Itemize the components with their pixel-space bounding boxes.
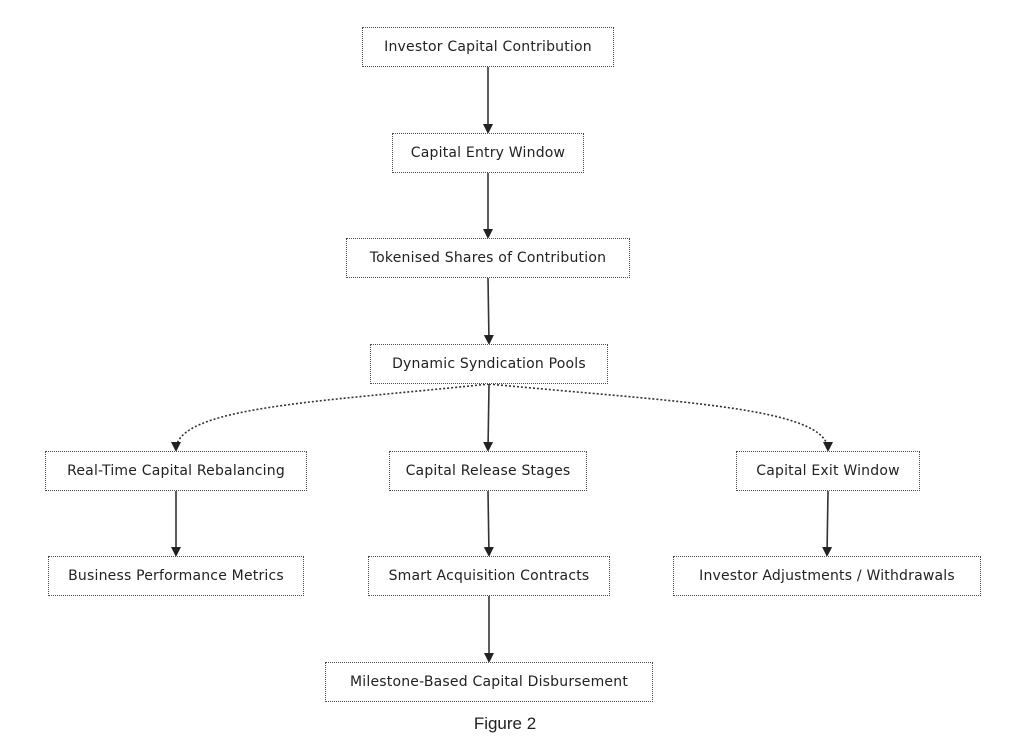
node-tokenised-shares: Tokenised Shares of Contribution: [346, 238, 630, 278]
edge-tokenised_shares-to-dynamic_syndication_pools: [488, 278, 489, 343]
node-capital-entry-window: Capital Entry Window: [392, 133, 584, 173]
node-business-performance-metrics: Business Performance Metrics: [48, 556, 304, 596]
node-capital-release-stages: Capital Release Stages: [389, 451, 587, 491]
node-investor-capital-contribution: Investor Capital Contribution: [362, 27, 614, 67]
node-dynamic-syndication-pools: Dynamic Syndication Pools: [370, 344, 608, 384]
edge-dynamic_syndication_pools-to-capital_release_stages: [488, 384, 489, 450]
figure-caption: Figure 2: [0, 714, 1010, 734]
node-capital-exit-window: Capital Exit Window: [736, 451, 920, 491]
node-real-time-capital-rebalancing: Real-Time Capital Rebalancing: [45, 451, 307, 491]
edge-dynamic_syndication_pools-to-real_time_rebalancing: [176, 384, 489, 450]
edge-capital_release_stages-to-smart_acquisition_contracts: [488, 491, 489, 555]
node-smart-acquisition-contracts: Smart Acquisition Contracts: [368, 556, 610, 596]
node-milestone-based-capital-disbursement: Milestone-Based Capital Disbursement: [325, 662, 653, 702]
node-investor-adjustments-withdrawals: Investor Adjustments / Withdrawals: [673, 556, 981, 596]
edge-capital_exit_window-to-investor_adjustments: [827, 491, 828, 555]
edge-dynamic_syndication_pools-to-capital_exit_window: [489, 384, 828, 450]
